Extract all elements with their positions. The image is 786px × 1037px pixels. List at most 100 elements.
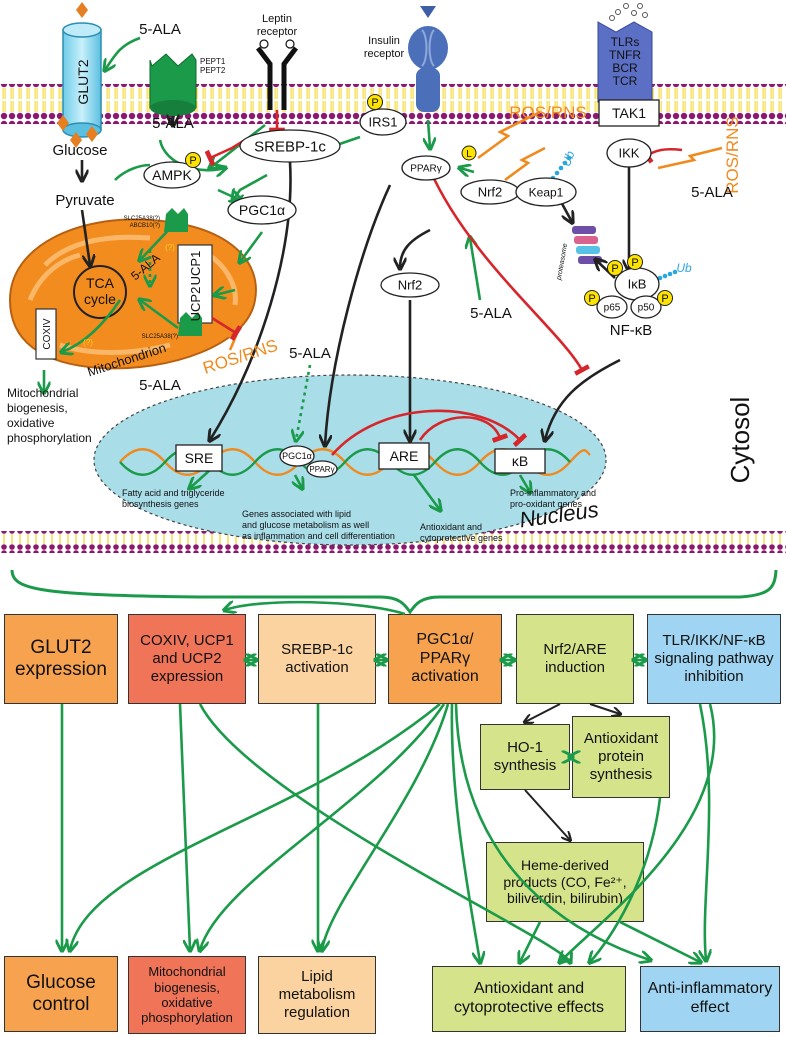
box-pgc1a-ppar-activation: PGC1α/ PPARγ activation: [388, 614, 502, 704]
ros-rns-right-label: ROS/RNS: [723, 116, 742, 193]
pgc1a-label: PGC1α: [239, 202, 285, 218]
nrf2-free-node: [380, 272, 440, 298]
sre-label: SRE: [185, 450, 214, 466]
box-lipid-metabolism-regulation: Lipid metabolism regulation: [258, 956, 376, 1034]
ikb-p-label-1-circle: [607, 260, 623, 276]
p65-p-label: P: [588, 293, 595, 305]
glut2-transporter: [57, 2, 102, 148]
tlr-receptor-group: [597, 3, 653, 103]
ala-below-pept-label: 5-ALA: [152, 115, 194, 132]
lipid-radical-circle: [461, 145, 477, 161]
coxiv-box: [35, 308, 57, 360]
keap1-node: [515, 177, 577, 207]
ala-nucleus-label: 5-ALA: [289, 345, 331, 362]
cytosol-label: Cytosol: [725, 397, 755, 484]
box-glucose-control: Glucose control: [4, 956, 118, 1032]
ala-nrf2-label: 5-ALA: [470, 305, 512, 322]
tak1-node: [598, 99, 660, 127]
p50-node: [630, 295, 662, 319]
mito-transporter-top: [164, 208, 188, 232]
glucose-label: Glucose: [52, 142, 107, 159]
box-anti-inflammatory-effect: Anti-inflammatory effect: [640, 966, 780, 1032]
ala-ikk-label: 5-ALA: [691, 184, 733, 201]
ucp-box: [177, 244, 213, 324]
keap1-label: Keap1: [529, 185, 564, 199]
ala-top-left-label: 5-ALA: [139, 21, 181, 38]
box-srebp-activation: SREBP-1c activation: [258, 614, 376, 704]
are-label: ARE: [390, 448, 419, 464]
ub-keap1-label: Ub: [559, 149, 578, 169]
kb-node: [494, 448, 546, 474]
ppar-cyto-node: [401, 155, 451, 181]
ppar-nuc-node: [306, 460, 338, 478]
box-coxiv-ucp-expression: COXIV, UCP1 and UCP2 expression: [128, 614, 246, 704]
ikk-label: IKK: [619, 146, 640, 161]
nrf2-keap-label: Nrf2: [478, 185, 503, 200]
ampk-label: AMPK: [152, 167, 192, 183]
irs1-p-label-circle: [367, 94, 383, 110]
box-glut2-expression: GLUT2 expression: [4, 614, 118, 704]
pgc1a-nuc-label: PGC1α: [282, 451, 312, 461]
p50-p-label-circle: [657, 290, 673, 306]
ros-rns-top-label: ROS/RNS: [509, 103, 586, 122]
ikb-label: IκB: [628, 277, 647, 292]
slc-bottom-label: SLC25A38(?): [142, 334, 178, 340]
p50-label: p50: [638, 303, 655, 314]
ampk-p-label-circle: [185, 152, 201, 168]
box-ho1-synthesis: HO-1 synthesis: [480, 724, 570, 790]
irs1-p-label: P: [371, 97, 378, 109]
ikb-p-label-1: P: [611, 263, 618, 275]
p50-p-label: P: [661, 293, 668, 305]
ampk-p-label: P: [189, 155, 196, 167]
glut2-label: GLUT2: [75, 59, 91, 104]
irs1-node: [359, 108, 407, 136]
kb-label: κB: [512, 453, 528, 469]
ucp1-label: UCP1: [188, 251, 203, 286]
ppar-cyto-label: PPARγ: [410, 164, 442, 175]
pept-transporter: [149, 53, 197, 116]
tak1-label: TAK1: [612, 105, 646, 121]
pgc1a-nuc-node: [279, 445, 315, 467]
p65-p-label-circle: [584, 290, 600, 306]
ikb-p-label-2: P: [631, 257, 638, 269]
p65-label: p65: [604, 303, 621, 314]
box-heme-derived-products: Heme-derived products (CO, Fe²⁺, biliver…: [486, 842, 644, 922]
are-node: [378, 442, 430, 470]
leptin-receptor: [256, 39, 298, 110]
ikk-node: [606, 138, 652, 168]
ampk-node: [143, 161, 201, 189]
nrf2-free-label: Nrf2: [398, 278, 423, 293]
box-mitochondrial-biogenesis: Mitochondrial biogenesis, oxidative phos…: [128, 956, 246, 1034]
box-nrf2-are-induction: Nrf2/ARE induction: [516, 614, 634, 704]
question-top-label: (?): [165, 243, 175, 252]
proteasome-label: proteasome: [556, 243, 570, 282]
ala-mito-left-label: 5-ALA: [139, 377, 181, 394]
ppar-nuc-label: PPARγ: [309, 465, 334, 474]
cytosol-bracket: [10, 569, 778, 615]
box-tlr-inhibition: TLR/IKK/NF-κB signaling pathway inhibiti…: [647, 614, 781, 704]
pgc1a-node: [227, 195, 297, 225]
insulin-receptor: [408, 6, 448, 112]
lipid-radical-label: L: [466, 149, 472, 160]
box-antioxidant-protein-synthesis: Antioxidant protein synthesis: [572, 716, 670, 798]
ikb-p-label-2-circle: [627, 254, 643, 270]
irs1-label: IRS1: [369, 115, 398, 130]
sre-node: [175, 444, 223, 472]
pyruvate-label: Pyruvate: [55, 192, 114, 209]
ucp2-label: UCP2: [188, 287, 203, 322]
srebp-label: SREBP-1c: [254, 138, 326, 155]
question-bottom-label: (?): [83, 338, 93, 347]
nfkb-label: NF-κB: [610, 322, 653, 339]
mito-transporter-bottom: [178, 312, 202, 336]
coxiv-label: COXIV: [42, 318, 53, 349]
